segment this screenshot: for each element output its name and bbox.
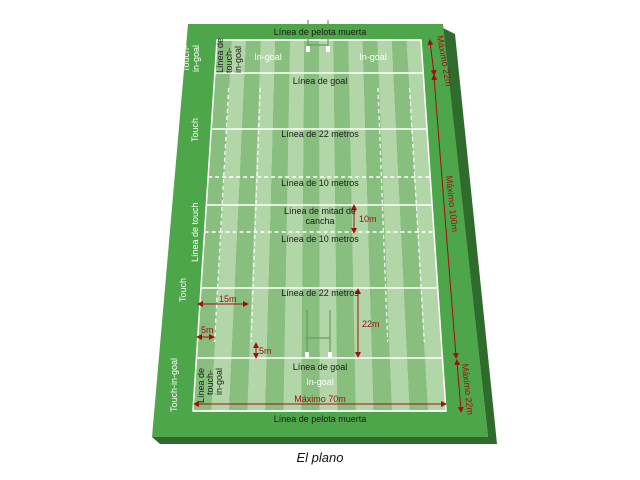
goal-posts: [305, 20, 332, 358]
halfway-line-label: Línea de mitad de: [284, 206, 356, 216]
touch-in-goal-line-top-label-2: touch-: [224, 48, 234, 73]
field-stripe: [265, 40, 290, 411]
10m-label: 10m: [359, 214, 377, 224]
post-pad: [305, 352, 309, 358]
5m-side-label: 5m: [201, 325, 214, 335]
caption: El plano: [296, 450, 344, 465]
dashed-5m-15m-line: [213, 87, 230, 343]
line-22-bottom-label: Línea de 22 metros: [281, 288, 359, 298]
field-stripe: [283, 40, 305, 411]
post-pad: [328, 352, 332, 358]
field-stripe: [301, 40, 320, 411]
max-100m-arrow: [431, 74, 459, 359]
dashed-5m-15m-line: [408, 87, 425, 343]
field-boundary: [192, 39, 447, 412]
field-stripe: [377, 40, 410, 411]
max-70m-label: Máximo 70m: [294, 394, 346, 404]
line-10-top-label: Línea de 10 metros: [281, 178, 359, 188]
touch-in-goal-line-bottom-label-3: in-goal: [214, 368, 224, 395]
field-stripe: [193, 40, 232, 411]
goal-line-top-label: Línea de goal: [293, 76, 348, 86]
dashed-5m-15m-line: [250, 87, 261, 343]
line-22-top-label: Línea de 22 metros: [281, 129, 359, 139]
field-stripes: [193, 40, 446, 411]
goal-line-bottom-label: Línea de goal: [293, 362, 348, 372]
post-pad: [326, 46, 330, 52]
field-stripe: [391, 40, 428, 411]
in-goal-right-label: In-goal: [359, 52, 387, 62]
touch-in-goal-top-label-2: in-goal: [191, 45, 201, 72]
dead-ball-line-bottom-label: Línea de pelota muerta: [274, 414, 367, 424]
touch-in-goal-line-top-label-3: in-goal: [233, 46, 243, 73]
touch-in-goal-bottom-label: Touch-in-goal: [169, 358, 179, 412]
touch-upper-label: Touch: [190, 118, 200, 142]
in-goal-left-label: In-goal: [254, 52, 282, 62]
field-stripe: [247, 40, 276, 411]
field-stripe: [319, 40, 338, 411]
field-stripe: [333, 40, 356, 411]
22m-label: 22m: [362, 319, 380, 329]
halfway-line-label-2: cancha: [305, 216, 334, 226]
field-stripe: [348, 40, 374, 411]
line-10-bottom-label: Línea de 10 metros: [281, 234, 359, 244]
max-22m-bottom-arrow: [454, 359, 464, 413]
touch-in-goal-line-bottom-label: Línea de: [196, 368, 206, 403]
max-22m-top-arrow: [427, 39, 437, 76]
touch-in-goal-line-bottom-label-2: touch-: [205, 370, 215, 395]
field-stripe: [362, 40, 392, 411]
15m-label: 15m: [219, 294, 237, 304]
touch-in-goal-top-label: Touch-: [181, 45, 191, 72]
field-stripe: [211, 40, 247, 411]
in-goal-bottom-label: In-goal: [306, 377, 334, 387]
dead-ball-line-top-label: Línea de pelota muerta: [274, 27, 367, 37]
dashed-5m-15m-line: [377, 87, 389, 343]
touch-line-label: Línea de touch: [190, 202, 200, 262]
5m-goal-label: 5m: [259, 346, 272, 356]
field-stripe: [229, 40, 261, 411]
touch-lower-label: Touch: [178, 278, 188, 302]
field-lines: [192, 39, 447, 412]
post-pad: [306, 46, 310, 52]
measurement-arrows: [193, 39, 464, 413]
touch-in-goal-line-top-label: Línea de: [215, 38, 225, 73]
